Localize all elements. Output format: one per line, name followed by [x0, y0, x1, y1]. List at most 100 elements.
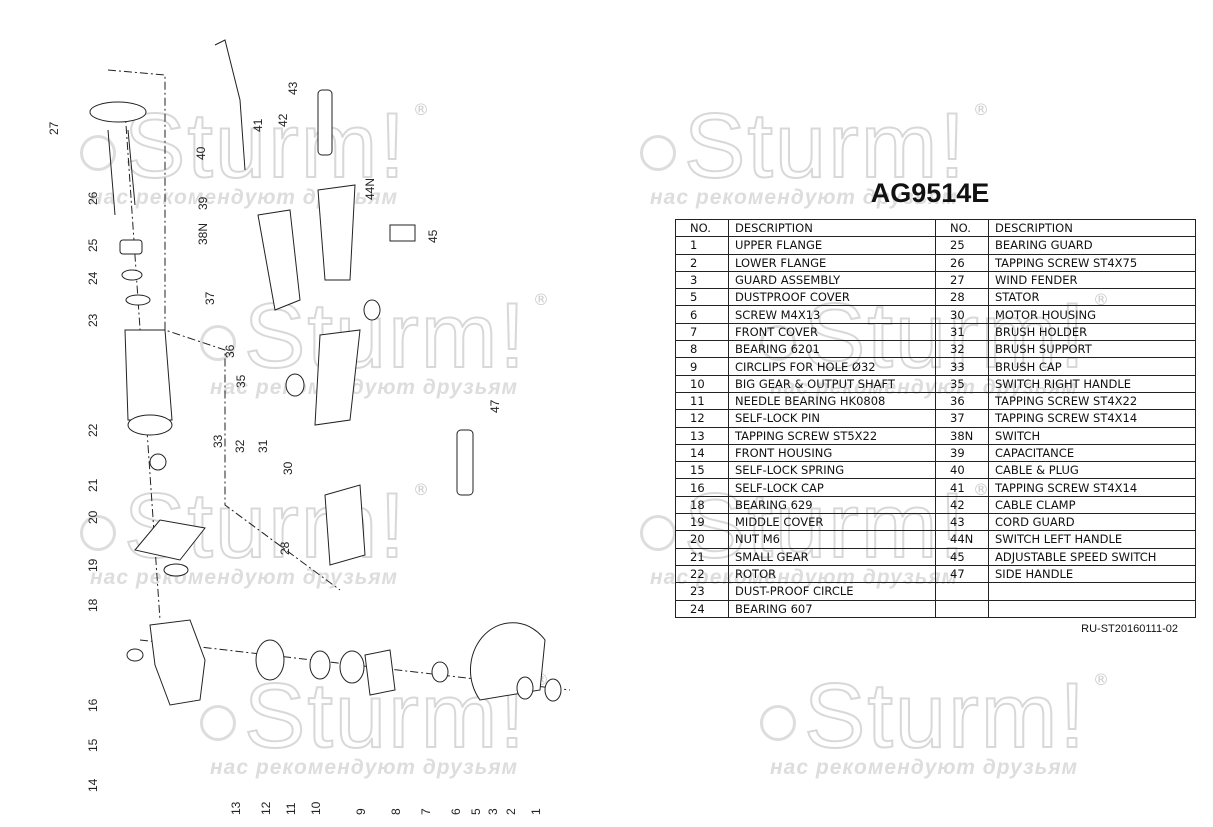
part-description: SELF-LOCK PIN — [728, 409, 936, 428]
callout-9: 9 — [354, 808, 368, 815]
part-description: SCREW M4X13 — [728, 305, 936, 324]
part-number: 42 — [935, 495, 989, 515]
switch-right-handle — [257, 209, 301, 311]
callout-23: 23 — [86, 313, 100, 327]
part-description: BRUSH HOLDER — [988, 322, 1196, 342]
part-number: 43 — [935, 513, 989, 532]
part-number: 19 — [675, 513, 729, 532]
callout-47: 47 — [488, 399, 502, 413]
part-number: 11 — [675, 391, 729, 411]
part-description: BEARING 629 — [728, 495, 936, 515]
bearing-629 — [163, 563, 189, 577]
part-description: FRONT COVER — [728, 322, 936, 342]
side-handle — [456, 429, 474, 496]
part-number: 9 — [675, 357, 729, 376]
header-description: DESCRIPTION — [728, 218, 936, 238]
brush-holder — [285, 373, 305, 397]
callout-24: 24 — [86, 271, 100, 285]
part-description: CORD GUARD — [988, 513, 1196, 532]
part-description: UPPER FLANGE — [728, 236, 936, 255]
part-number: 40 — [935, 461, 989, 480]
callout-16: 16 — [86, 698, 100, 712]
callout-37: 37 — [203, 291, 217, 305]
callout-28: 28 — [278, 541, 292, 555]
callout-31: 31 — [256, 439, 270, 453]
small-gear — [149, 453, 167, 471]
front-housing — [149, 619, 206, 706]
callout-10: 10 — [309, 801, 323, 815]
part-number: 39 — [935, 443, 989, 463]
callout-30: 30 — [281, 461, 295, 475]
part-number: 22 — [675, 564, 729, 584]
callout-8: 8 — [389, 808, 403, 815]
header-no: NO. — [675, 218, 729, 238]
callout-39: 39 — [196, 196, 210, 210]
part-number: 38N — [935, 426, 989, 445]
part-number: 33 — [935, 357, 989, 376]
part-number: 3 — [675, 270, 729, 290]
switch-left-handle — [317, 184, 356, 281]
part-number: 32 — [935, 340, 989, 359]
document-code: RU-ST20160111-02 — [1081, 623, 1178, 635]
part-number: 7 — [675, 322, 729, 342]
part-description: WIND FENDER — [988, 270, 1196, 290]
part-description — [988, 582, 1196, 601]
part-number: 8 — [675, 340, 729, 359]
callout-42: 42 — [276, 113, 290, 127]
bearing-guard — [119, 239, 143, 255]
part-number — [935, 582, 989, 601]
callout-13: 13 — [229, 801, 243, 815]
part-description: MOTOR HOUSING — [988, 305, 1196, 324]
callout-33: 33 — [211, 434, 225, 448]
part-description: TAPPING SCREW ST4X22 — [988, 391, 1196, 411]
part-number: 6 — [675, 305, 729, 324]
part-number: 12 — [675, 409, 729, 428]
part-shapes — [89, 39, 562, 706]
part-number: 16 — [675, 478, 729, 497]
callout-40: 40 — [194, 146, 208, 160]
part-description: CABLE & PLUG — [988, 461, 1196, 480]
front-cover — [364, 649, 396, 696]
part-description: SELF-LOCK SPRING — [728, 461, 936, 480]
callout-5: 5 — [469, 808, 483, 815]
part-description: LOWER FLANGE — [728, 253, 936, 272]
part-number: 5 — [675, 288, 729, 307]
callout-1: 1 — [529, 808, 543, 815]
part-description: SMALL GEAR — [728, 547, 936, 566]
part-number: 1 — [675, 236, 729, 255]
part-description: CAPACITANCE — [988, 443, 1196, 463]
part-number: 20 — [675, 530, 729, 549]
big-gear — [255, 639, 285, 681]
part-description: SWITCH LEFT HANDLE — [988, 530, 1196, 549]
part-number: 27 — [935, 270, 989, 290]
part-description: BRUSH SUPPORT — [988, 340, 1196, 359]
table-header-row: NO. DESCRIPTION NO. DESCRIPTION — [675, 218, 1196, 238]
part-number: 31 — [935, 322, 989, 342]
part-number: 28 — [935, 288, 989, 307]
callout-18: 18 — [86, 598, 100, 612]
part-description: CABLE CLAMP — [988, 495, 1196, 515]
part-description: BEARING 6201 — [728, 340, 936, 359]
part-number: 15 — [675, 461, 729, 480]
callout-6: 6 — [449, 808, 463, 815]
callout-7: 7 — [419, 808, 433, 815]
callout-26: 26 — [86, 191, 100, 205]
callout-41: 41 — [251, 118, 265, 132]
rotor — [124, 329, 173, 421]
callout-3: 3 — [486, 808, 500, 815]
